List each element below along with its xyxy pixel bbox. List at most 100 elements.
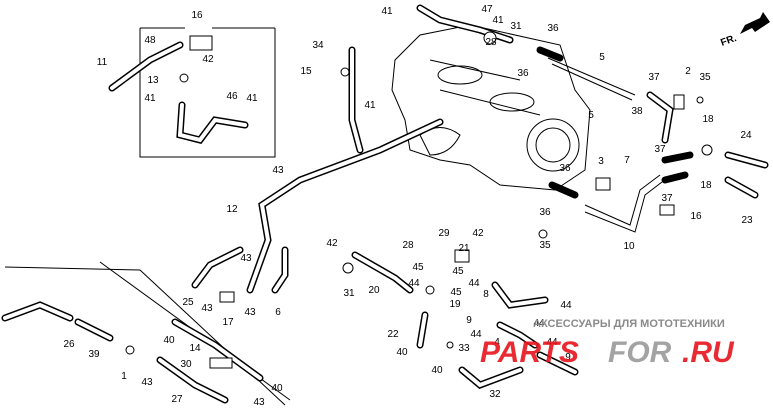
callout-label: 30 — [180, 359, 192, 370]
hose-22 — [416, 311, 429, 349]
watermark-tagline: АКСЕССУАРЫ ДЛЯ МОТОТЕХНИКИ — [533, 318, 725, 330]
watermark-brand-b: FOR — [608, 336, 672, 369]
watermark-brand-a: PARTS — [480, 336, 579, 369]
callout-label: 11 — [97, 57, 108, 68]
hose-23 — [724, 176, 759, 199]
callout-label: 44 — [560, 300, 572, 311]
callout-label: 19 — [449, 299, 461, 310]
callout-label: 8 — [483, 289, 489, 300]
callout-label: 28 — [402, 240, 414, 251]
callout-label: 13 — [147, 75, 159, 86]
callout-label: 44 — [533, 318, 545, 329]
callout-label: 37 — [654, 144, 666, 155]
hose-6 — [271, 246, 289, 294]
callout-label: 41 — [364, 100, 376, 111]
fittings — [125, 31, 713, 369]
callout-label: 10 — [623, 241, 635, 252]
callout-label: 16 — [191, 10, 203, 21]
callout-label: 43 — [272, 165, 284, 176]
callout-label: 42 — [472, 228, 484, 239]
callout-label: 9 — [565, 352, 571, 363]
callout-label: 37 — [661, 193, 673, 204]
callout-label: 2 — [685, 66, 691, 77]
callout-label: 41 — [492, 15, 504, 26]
pipe-5 — [536, 46, 636, 101]
callout-label: 38 — [631, 106, 643, 117]
hose-24 — [724, 151, 769, 169]
callout-label: 4 — [494, 337, 500, 348]
hose-38 — [646, 91, 674, 144]
callout-label: 23 — [741, 215, 753, 226]
callout-label: 5 — [599, 52, 605, 63]
callout-label: 40 — [396, 347, 408, 358]
part-2 — [673, 94, 685, 110]
callout-label: 32 — [489, 389, 501, 400]
callout-label: 40 — [271, 383, 283, 394]
hose-34 — [348, 46, 364, 154]
hose-48 — [108, 41, 184, 92]
callout-label: 9 — [466, 315, 472, 326]
hose-46 — [176, 101, 249, 144]
callout-label: 29 — [438, 228, 450, 239]
callout-label: 35 — [539, 240, 551, 251]
callout-label: 44 — [468, 278, 480, 289]
callout-label: 45 — [450, 287, 462, 298]
callout-label: 40 — [431, 365, 443, 376]
callout-label: 18 — [702, 114, 714, 125]
callout-label: 45 — [452, 266, 464, 277]
callout-label: 36 — [559, 163, 571, 174]
pipe-26 — [1, 301, 74, 322]
callout-label: 42 — [202, 54, 214, 65]
hose-32 — [458, 366, 524, 389]
callout-label: 7 — [624, 155, 630, 166]
callout-label: 36 — [517, 68, 529, 79]
hose-20 — [351, 251, 414, 294]
callout-label: 6 — [275, 307, 281, 318]
callout-label: 18 — [700, 180, 712, 191]
callout-label: 17 — [222, 317, 234, 328]
callout-label: 40 — [163, 335, 175, 346]
callout-label: 43 — [253, 397, 265, 408]
callout-label: 43 — [141, 377, 153, 388]
callout-label: 33 — [458, 343, 470, 354]
callout-label: 24 — [740, 130, 752, 141]
callout-label: 31 — [343, 288, 355, 299]
compass-label: FR. — [719, 33, 738, 49]
hose-25 — [191, 246, 244, 289]
pipe-10 — [548, 174, 663, 233]
part-3 — [595, 177, 611, 191]
callout-label: 36 — [539, 207, 551, 218]
hose-14 — [171, 318, 264, 382]
callout-label: 21 — [458, 243, 470, 254]
callout-label: 15 — [300, 66, 312, 77]
hose-39 — [74, 318, 114, 342]
callout-label: 20 — [368, 285, 380, 296]
callout-label: 1 — [121, 371, 127, 382]
callout-label: 45 — [412, 262, 424, 273]
callout-label: 26 — [63, 339, 75, 350]
callout-label: 41 — [381, 6, 393, 17]
hose-4 — [496, 321, 539, 349]
hose-8 — [491, 281, 549, 309]
callout-label: 44 — [546, 337, 558, 348]
hose-37b — [661, 151, 694, 184]
watermark-brand-c: .RU — [682, 336, 735, 369]
callout-label: 16 — [690, 211, 702, 222]
callout-label: 3 — [598, 156, 604, 167]
callout-label: 41 — [246, 93, 258, 104]
callout-label: 48 — [144, 35, 156, 46]
callout-label: 43 — [240, 253, 252, 264]
inset-box — [139, 27, 276, 158]
callout-label: 44 — [408, 278, 420, 289]
callout-label: 42 — [326, 238, 338, 249]
callout-label: 46 — [226, 91, 238, 102]
callout-label: 39 — [88, 349, 100, 360]
callout-label: 41 — [144, 93, 156, 104]
callout-label: 44 — [470, 329, 482, 340]
callout-label: 35 — [699, 72, 711, 83]
callout-label: 27 — [171, 394, 183, 405]
hose-12 — [246, 118, 444, 294]
callout-label: 37 — [648, 72, 660, 83]
callout-label: 25 — [182, 297, 194, 308]
